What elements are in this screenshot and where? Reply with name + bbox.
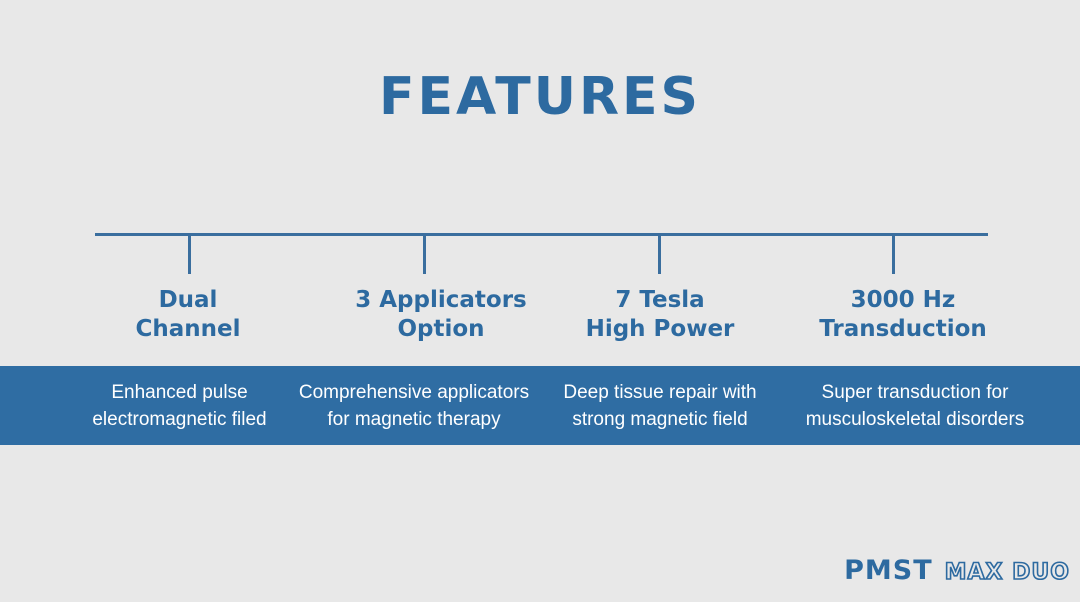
feature-title-dual-channel: Dual Channel xyxy=(135,287,241,342)
timeline-tick-1 xyxy=(188,236,191,274)
brand-logo: PMST MAX DUO xyxy=(844,555,1070,586)
timeline-tick-3 xyxy=(658,236,661,274)
feature-title-tesla: 7 Tesla High Power xyxy=(585,287,735,342)
feature-description-tesla: Deep tissue repair with strong magnetic … xyxy=(563,382,757,430)
timeline-tick-4 xyxy=(892,236,895,274)
timeline-tick-2 xyxy=(423,236,426,274)
description-band xyxy=(0,366,1080,445)
feature-description-transduction: Super transduction for musculoskeletal d… xyxy=(805,382,1025,430)
feature-description-dual-channel: Enhanced pulse electromagnetic filed xyxy=(92,382,267,430)
brand-logo-main: PMST xyxy=(844,555,933,586)
page-title: FEATURES xyxy=(379,67,701,127)
brand-logo-sub: MAX DUO xyxy=(944,559,1070,586)
feature-title-transduction: 3000 Hz Transduction xyxy=(819,287,987,342)
feature-description-applicators: Comprehensive applicators for magnetic t… xyxy=(298,382,530,430)
feature-title-applicators: 3 Applicators Option xyxy=(355,287,527,342)
timeline-line xyxy=(95,233,988,236)
